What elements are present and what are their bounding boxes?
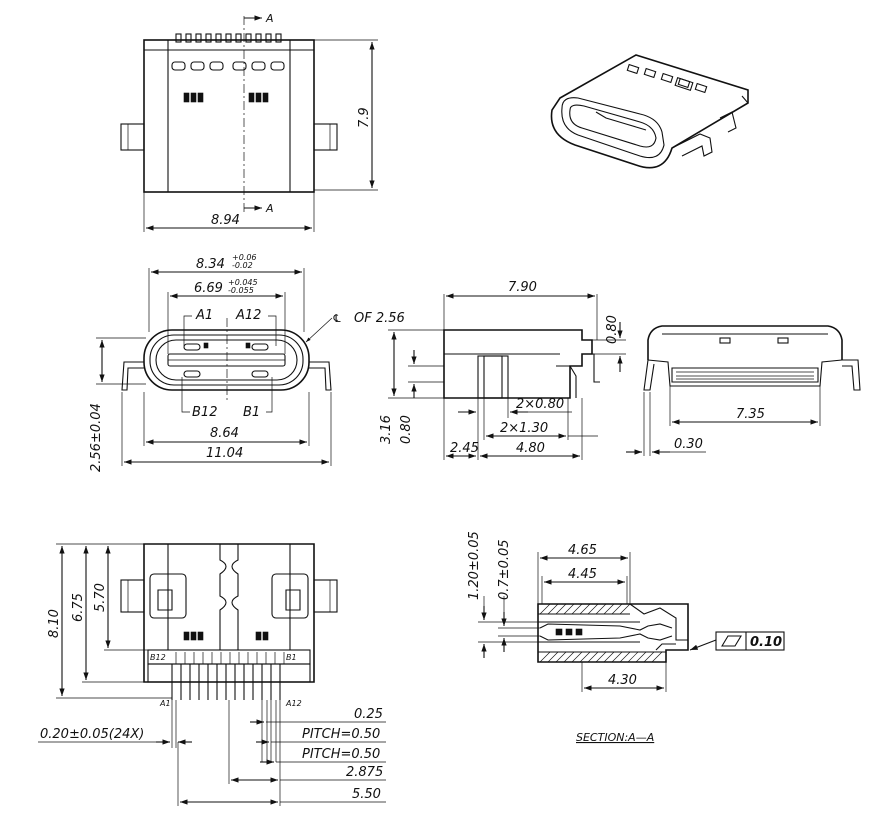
side-body bbox=[443, 329, 593, 399]
front-shell-width: 8.64 bbox=[210, 426, 239, 441]
footprint-body bbox=[143, 543, 315, 683]
footprint-pin-row bbox=[171, 652, 285, 700]
front-label-a1: A1 bbox=[195, 308, 213, 323]
flatness-icon bbox=[721, 635, 742, 647]
side-2x130: 2×1.30 bbox=[500, 421, 548, 436]
footprint-pitch-2: PITCH=0.50 bbox=[302, 747, 380, 762]
footprint-view: B12 B1 A1 A12 8.10 6.75 5.70 0.20±0.05(2… bbox=[38, 543, 386, 806]
side-height-dim: 3.16 bbox=[379, 415, 394, 444]
section-465: 4.65 bbox=[568, 543, 597, 558]
section-view: 4.65 4.45 4.30 1.20±0.05 0.7±0.05 0.10 S… bbox=[467, 531, 785, 744]
side-2x080: 2×0.80 bbox=[516, 397, 564, 412]
rear-width: 7.35 bbox=[736, 407, 765, 422]
side-foot-dim: 0.80 bbox=[399, 415, 414, 444]
footprint-label-a12: A12 bbox=[285, 699, 302, 708]
footprint-label-a1: A1 bbox=[159, 699, 171, 708]
front-outer-tol-upper: +0.06 bbox=[232, 253, 257, 262]
front-outer-tol-lower: -0.02 bbox=[232, 261, 253, 270]
side-back-dim: 4.80 bbox=[516, 441, 545, 456]
front-outer-width: 8.34 bbox=[196, 257, 225, 272]
isometric-view bbox=[550, 54, 749, 169]
centerline-note: OF 2.56 bbox=[354, 311, 405, 326]
section-hatching bbox=[539, 603, 663, 663]
front-inner-tol-lower: -0.055 bbox=[228, 286, 254, 295]
footprint-550: 5.50 bbox=[352, 787, 381, 802]
front-label-b1: B1 bbox=[243, 405, 260, 420]
front-label-a12: A12 bbox=[235, 308, 261, 323]
front-inner-tol-upper: +0.045 bbox=[228, 278, 258, 287]
side-length: 7.90 bbox=[508, 280, 537, 295]
front-shell-outer bbox=[143, 329, 310, 391]
section-445: 4.45 bbox=[568, 567, 597, 582]
side-front-dim: 2.45 bbox=[450, 441, 479, 456]
top-height-dim: 7.9 bbox=[357, 107, 372, 128]
footprint-025: 0.25 bbox=[354, 707, 383, 722]
footprint-label-b1: B1 bbox=[286, 653, 297, 662]
side-top-dim: 0.80 bbox=[605, 315, 620, 344]
flatness-value: 0.10 bbox=[750, 635, 782, 650]
footprint-pin-width: 0.20±0.05(24X) bbox=[40, 727, 144, 742]
left-mount-tab bbox=[120, 123, 145, 151]
section-07: 0.7±0.05 bbox=[497, 539, 512, 600]
top-view: A A 8.94 7.9 bbox=[120, 12, 378, 232]
side-view: 7.90 0.80 3.16 0.80 2×0.80 2×1.30 bbox=[379, 280, 626, 460]
front-total-width: 11.04 bbox=[206, 446, 243, 461]
section-430: 4.30 bbox=[608, 673, 637, 688]
section-body bbox=[537, 603, 689, 663]
section-120: 1.20±0.05 bbox=[467, 531, 482, 600]
section-mark-top: A bbox=[265, 12, 274, 25]
front-height-dim: 2.56±0.04 bbox=[89, 403, 104, 472]
rear-offset: 0.30 bbox=[674, 437, 703, 452]
centerline-symbol: ℄ bbox=[332, 312, 342, 325]
top-view-pin-row bbox=[175, 33, 282, 43]
rear-top bbox=[647, 325, 843, 360]
top-width-dim: 8.94 bbox=[211, 213, 240, 228]
footprint-675: 6.75 bbox=[71, 593, 86, 622]
footprint-810: 8.10 bbox=[47, 609, 62, 638]
rear-view: 7.35 0.30 bbox=[626, 325, 861, 456]
section-mark-bottom: A bbox=[265, 202, 274, 215]
flatness-frame bbox=[715, 631, 785, 651]
top-view-body bbox=[143, 39, 315, 193]
section-caption: SECTION:A—A bbox=[576, 731, 654, 744]
footprint-2875: 2.875 bbox=[346, 765, 383, 780]
right-mount-tab bbox=[313, 123, 338, 151]
front-inner-width: 6.69 bbox=[194, 281, 223, 296]
footprint-pitch-1: PITCH=0.50 bbox=[302, 727, 380, 742]
footprint-570: 5.70 bbox=[93, 583, 108, 612]
front-view: 8.34 +0.06 -0.02 6.69 +0.045 -0.055 A1 A… bbox=[89, 253, 405, 472]
front-label-b12: B12 bbox=[192, 405, 217, 420]
footprint-label-b12: B12 bbox=[150, 653, 166, 662]
